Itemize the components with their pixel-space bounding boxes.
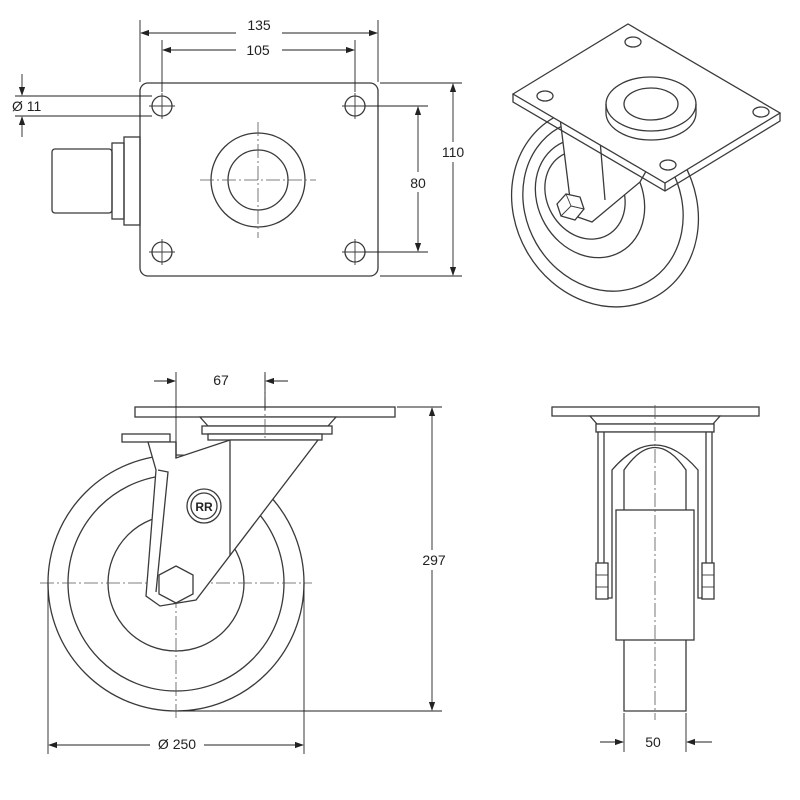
dimension-110: 110 [380, 82, 472, 277]
dimension-67: 67 [154, 372, 288, 442]
isometric-view [510, 23, 782, 308]
dim-text-105: 105 [246, 42, 270, 58]
dimension-135: 135 [139, 17, 379, 82]
dimension-wheel-diameter: Ø 250 [47, 583, 305, 754]
dim-text-hole-diameter: Ø 11 [12, 98, 42, 114]
side-bracket [51, 136, 141, 226]
dim-text-50: 50 [645, 734, 661, 750]
iso-top-plate [511, 23, 782, 192]
dimension-297: 297 [178, 406, 451, 712]
dimension-50: 50 [600, 713, 712, 752]
front-wheel [615, 446, 695, 712]
dim-text-80: 80 [410, 175, 426, 191]
top-view: 135 105 Ø 11 110 [12, 17, 472, 277]
dim-text-297: 297 [422, 552, 446, 568]
brand-logo: RR [186, 488, 222, 524]
front-view: 50 [551, 405, 760, 752]
bolt-hole-top-left [149, 93, 175, 119]
kingpin-ring [200, 122, 316, 238]
bolt-hole-top-right [342, 93, 368, 119]
top-plate [139, 82, 379, 277]
dimension-hole-diameter: Ø 11 [12, 74, 152, 137]
dim-text-135: 135 [247, 17, 271, 33]
iso-axle-nut [556, 193, 585, 221]
logo-text: RR [195, 500, 213, 514]
side-fork [145, 439, 320, 607]
dimension-105: 105 [161, 40, 356, 92]
side-brake-tab [121, 433, 171, 443]
front-top-plate [551, 406, 760, 417]
front-axle-nuts [595, 562, 715, 600]
side-swivel-head [198, 416, 338, 441]
axle-hex-nut [158, 565, 194, 604]
dim-text-wheel-diameter: Ø 250 [158, 736, 196, 752]
side-view: RR 67 297 Ø 250 [40, 372, 451, 754]
dim-text-110: 110 [442, 144, 465, 160]
dimension-80: 80 [365, 105, 433, 253]
bolt-hole-bottom-left [149, 239, 175, 265]
bolt-hole-bottom-right [342, 239, 368, 265]
dim-text-67: 67 [213, 372, 229, 388]
